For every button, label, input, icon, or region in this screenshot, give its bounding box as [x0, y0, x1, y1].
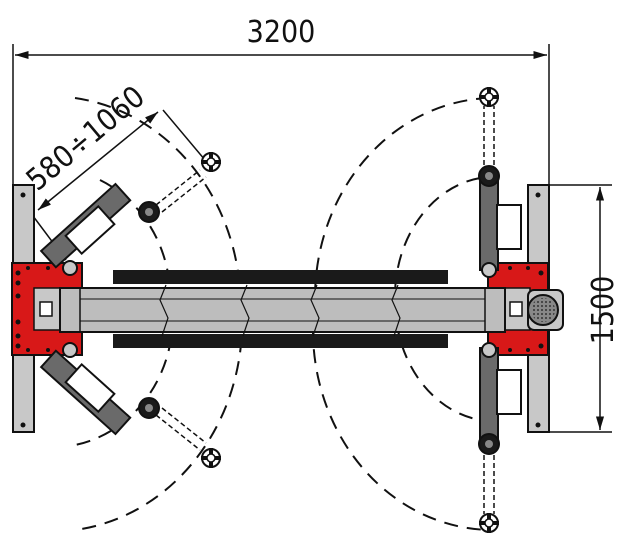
right-outer-arc [312, 97, 491, 531]
arm-reach-dimension: 580÷1060 [20, 79, 206, 261]
column-base-label: 1500 [586, 276, 621, 345]
arm-reach-label: 580÷1060 [20, 79, 152, 198]
right-lower-arm [478, 342, 522, 534]
right-upper-arm [478, 86, 522, 278]
left-upper-arm [39, 151, 222, 276]
left-lower-arm [39, 342, 222, 469]
tire-outlines [113, 270, 448, 348]
crossbeam [59, 284, 506, 337]
overall-width-label: 3200 [247, 15, 316, 50]
lift-pad-icon [200, 447, 222, 469]
column-base-dimension: 1500 [549, 184, 621, 433]
right-column [487, 184, 564, 433]
overall-width-dimension: 3200 [12, 15, 550, 185]
lift-pad-icon [478, 86, 500, 108]
lift-pad-icon [200, 151, 222, 173]
lift-pad-icon [478, 512, 500, 534]
